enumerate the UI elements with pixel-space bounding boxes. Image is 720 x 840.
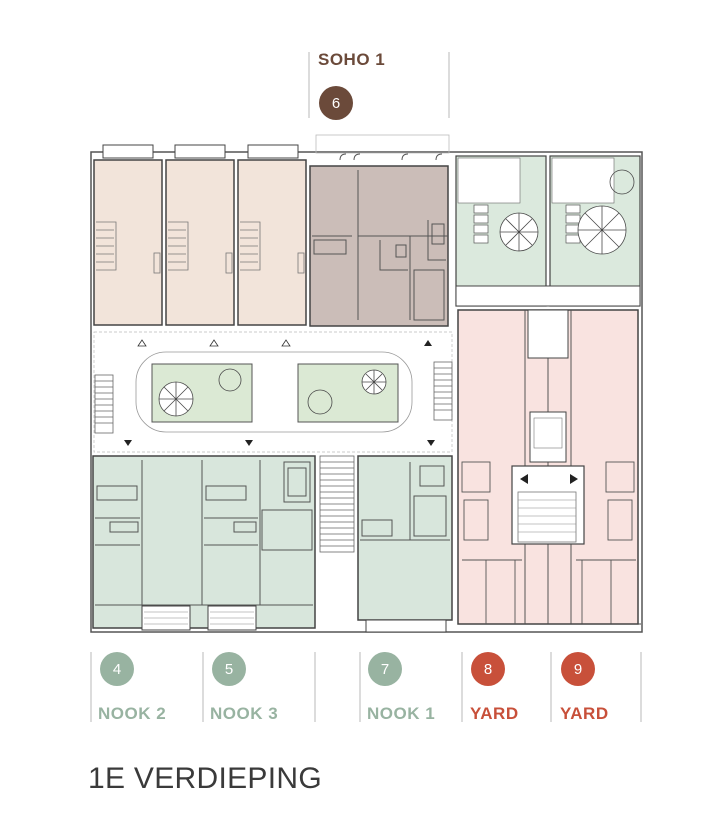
soho-unit-plan: [309, 134, 450, 327]
nook1-label: NOOK 1: [367, 704, 436, 723]
courtyard: [93, 331, 453, 453]
yard8-label: YARD: [470, 704, 519, 723]
gardens-top-right: [455, 155, 641, 307]
nook2-badge[interactable]: 4: [100, 652, 134, 686]
soho1-badge[interactable]: 6: [319, 86, 353, 120]
page-title: 1E VERDIEPING: [88, 762, 322, 795]
yard8-badge[interactable]: 8: [471, 652, 505, 686]
central-stair: [319, 455, 355, 553]
yard-units-plan: [457, 309, 641, 625]
nook1-badge[interactable]: 7: [368, 652, 402, 686]
nook2-label: NOOK 2: [98, 704, 167, 723]
soho1-label: SOHO 1: [318, 50, 386, 69]
nook3-badge[interactable]: 5: [212, 652, 246, 686]
nook-units-left: [92, 455, 316, 631]
nook3-label: NOOK 3: [210, 704, 279, 723]
yard9-label: YARD: [560, 704, 609, 723]
yard9-badge[interactable]: 9: [561, 652, 595, 686]
nook1-unit-plan: [357, 455, 453, 633]
townhouses-top: [93, 144, 307, 326]
column-guide-lines: [90, 52, 642, 722]
